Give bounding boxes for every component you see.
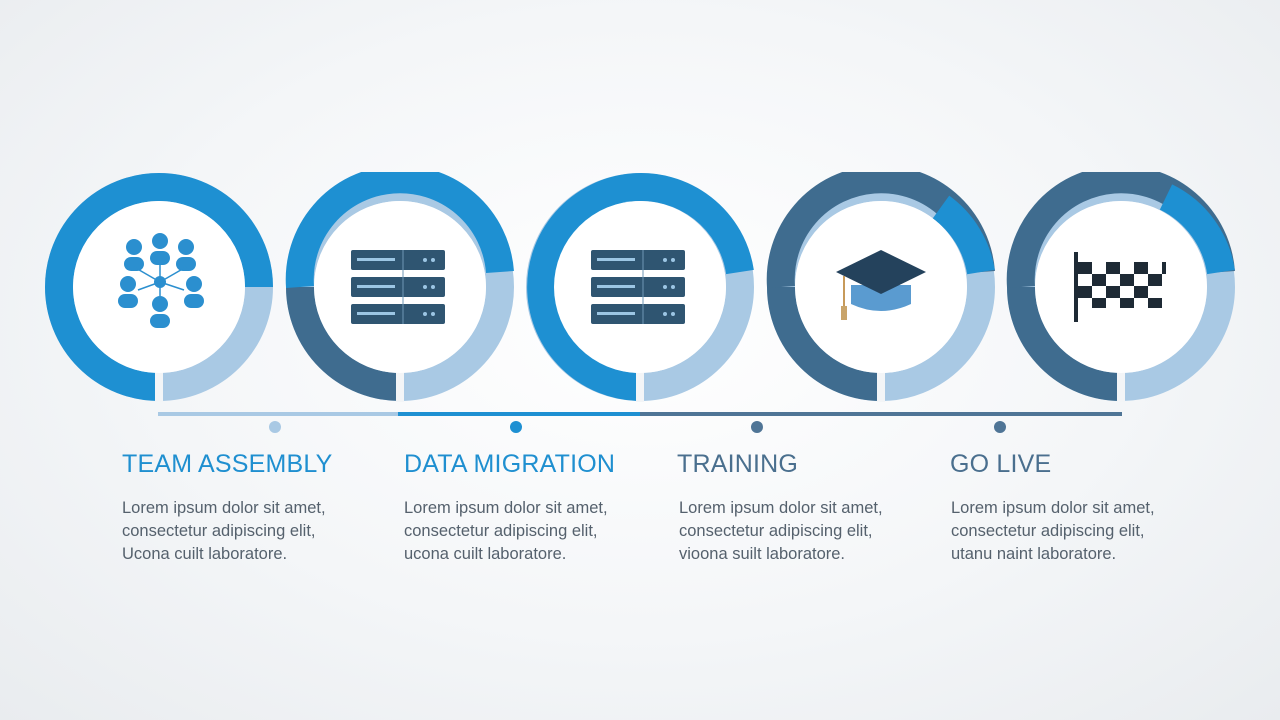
graduation-cap-icon: [836, 250, 926, 320]
description-line: vioona suilt laboratore.: [679, 545, 846, 563]
step-description: Lorem ipsum dolor sit amet, consectetur …: [951, 497, 1211, 566]
ring-training: [766, 172, 996, 402]
description-line: consectetur adipiscing elit,: [679, 522, 873, 540]
timeline-segment: [398, 412, 640, 416]
description-line: consectetur adipiscing elit,: [951, 522, 1145, 540]
description-line: Lorem ipsum dolor sit amet,: [679, 499, 883, 517]
step-title: GO LIVE: [950, 450, 1052, 478]
team-network-icon: [118, 233, 204, 328]
timeline-dot: [994, 421, 1006, 433]
description-line: Lorem ipsum dolor sit amet,: [951, 499, 1155, 517]
checkered-flag-icon: [1074, 252, 1166, 322]
description-line: utanu naint laboratore.: [951, 545, 1117, 563]
step-description: Lorem ipsum dolor sit amet, consectetur …: [404, 497, 664, 566]
description-line: ucona cuilt laboratore.: [404, 545, 567, 563]
timeline-segment: [640, 412, 1122, 416]
progress-ring: [1006, 172, 1235, 402]
timeline-dot: [269, 421, 281, 433]
ring-team-assembly: [44, 172, 274, 402]
timeline-dot: [751, 421, 763, 433]
step-description: Lorem ipsum dolor sit amet, consectetur …: [122, 497, 382, 566]
timeline-segment: [158, 412, 398, 416]
description-line: Lorem ipsum dolor sit amet,: [122, 499, 326, 517]
server-stack-icon: [351, 250, 445, 324]
ring-training-prep: [525, 172, 755, 402]
ring-go-live: [1006, 172, 1236, 402]
progress-ring: [285, 172, 514, 402]
description-line: consectetur adipiscing elit,: [404, 522, 598, 540]
ring-data-migration: [285, 172, 515, 402]
step-title: TEAM ASSEMBLY: [122, 450, 333, 478]
step-title: TRAINING: [677, 450, 799, 478]
step-description: Lorem ipsum dolor sit amet, consectetur …: [679, 497, 939, 566]
timeline-dot: [510, 421, 522, 433]
description-line: Ucona cuilt laboratore.: [122, 545, 288, 563]
description-line: consectetur adipiscing elit,: [122, 522, 316, 540]
server-stack-icon: [591, 250, 685, 324]
description-line: Lorem ipsum dolor sit amet,: [404, 499, 608, 517]
step-title: DATA MIGRATION: [404, 450, 616, 478]
